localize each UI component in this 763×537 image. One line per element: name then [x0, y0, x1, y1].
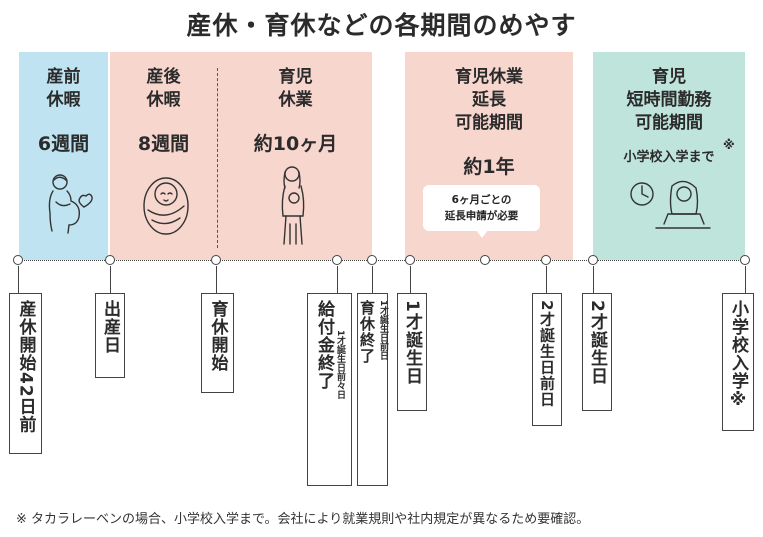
short-hours-label: 育児 短時間勤務 可能期間 — [626, 67, 712, 133]
timeline-node — [211, 255, 221, 265]
pregnant-woman-icon — [48, 174, 93, 234]
timeline-line — [18, 260, 747, 261]
milestone-label: 給付金終了 1才誕生日前々日 — [307, 293, 352, 486]
extension-label: 育児休業 延長 可能期間 — [455, 67, 523, 133]
short-hours-panel — [593, 52, 745, 260]
maternity-after-duration: 8週間 — [137, 133, 190, 155]
milestone-subtext: 1才誕生日前日 — [378, 300, 388, 361]
milestone-text: 小学校入学※ — [728, 300, 748, 411]
footnote: ※ タカラレーベンの場合、小学校入学まで。会社により就業規則や社内規定が異なるた… — [16, 512, 590, 527]
milestone-text: 育休開始 — [207, 300, 228, 372]
milestone-connector — [410, 266, 411, 293]
milestone-connector — [745, 266, 746, 293]
milestone-text: 1才誕生日 — [402, 300, 422, 385]
milestone-connector — [546, 266, 547, 293]
panel-divider — [217, 68, 218, 248]
timeline-node — [541, 255, 551, 265]
timeline-node — [332, 255, 342, 265]
milestone-text: 2才誕生日 — [587, 300, 607, 385]
milestone-label: 出産日 — [95, 293, 125, 378]
childcare-leave-label: 育児 休業 — [278, 67, 313, 110]
milestone-label: 2才誕生日 — [582, 293, 612, 411]
milestone-label: 1才誕生日 — [397, 293, 427, 411]
extension-duration: 約1年 — [463, 156, 515, 178]
childcare-leave-duration: 約10ヶ月 — [253, 133, 338, 155]
timeline-node — [740, 255, 750, 265]
milestone-label: 2才誕生日前日 — [532, 293, 562, 426]
milestone-text: 産休開始42日前 — [15, 300, 36, 434]
timeline-node — [105, 255, 115, 265]
baby-icon — [143, 177, 189, 235]
note-pointer — [476, 230, 488, 238]
milestone-text: 出産日 — [100, 300, 120, 354]
milestone-connector — [593, 266, 594, 293]
maternity-before-label: 産前 休暇 — [46, 67, 81, 110]
milestone-label: 育休終了 1才誕生日前日 — [357, 293, 388, 486]
page-title: 産休・育休などの各期間のめやす — [186, 11, 577, 40]
milestone-label: 育休開始 — [201, 293, 234, 393]
milestone-connector — [337, 266, 338, 293]
timeline-node — [405, 255, 415, 265]
milestone-connector — [216, 266, 217, 293]
milestone-label: 産休開始42日前 — [9, 293, 42, 454]
timeline-node — [367, 255, 377, 265]
milestone-text: 2才誕生日前日 — [538, 300, 556, 408]
timeline-node — [588, 255, 598, 265]
woman-at-laptop-icon — [630, 180, 711, 229]
milestone-label: 小学校入学※ — [722, 293, 754, 431]
maternity-before-duration: 6週間 — [37, 133, 90, 155]
milestone-subtext: 1才誕生日前々日 — [335, 330, 345, 400]
milestone-connector — [18, 266, 19, 293]
maternity-before-panel — [19, 52, 108, 260]
milestone-connector — [372, 266, 373, 293]
short-hours-sub: 小学校入学まで — [623, 150, 715, 165]
milestone-text: 給付金終了 — [314, 300, 334, 390]
milestone-text: 育休終了 — [358, 300, 376, 364]
timeline-node — [480, 255, 490, 265]
extension-note: 6ヶ月ごとの 延長申請が必要 — [423, 185, 540, 231]
short-hours-mark: ※ — [723, 138, 735, 152]
postnatal-childcare-panel — [110, 52, 372, 260]
mother-holding-baby-icon — [281, 166, 305, 245]
timeline-node — [13, 255, 23, 265]
maternity-after-label: 産後 休暇 — [146, 67, 181, 110]
milestone-connector — [110, 266, 111, 293]
